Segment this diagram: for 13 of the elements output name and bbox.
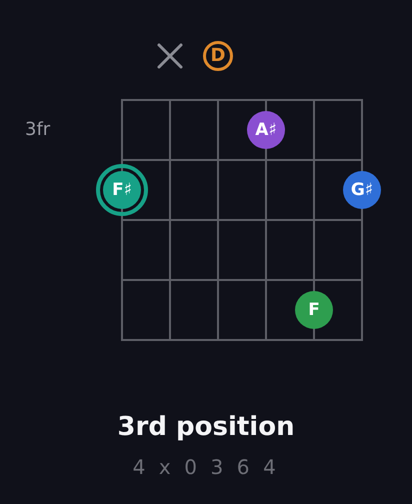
fret-number: 3fr xyxy=(25,121,50,139)
note-dot xyxy=(295,291,333,329)
open-string-marker xyxy=(203,41,233,71)
note-name: D xyxy=(210,47,226,65)
note-name: F xyxy=(308,302,320,318)
note-dot xyxy=(343,171,381,209)
note-name: G♯ xyxy=(350,182,374,198)
note-dot xyxy=(247,111,285,149)
root-note-dot xyxy=(96,164,148,216)
note-name: A♯ xyxy=(255,122,277,138)
fingering-caption: 4 x 0 3 6 4 xyxy=(132,455,280,479)
note-name: F♯ xyxy=(112,182,132,198)
chord-title: 3rd position xyxy=(116,412,296,444)
